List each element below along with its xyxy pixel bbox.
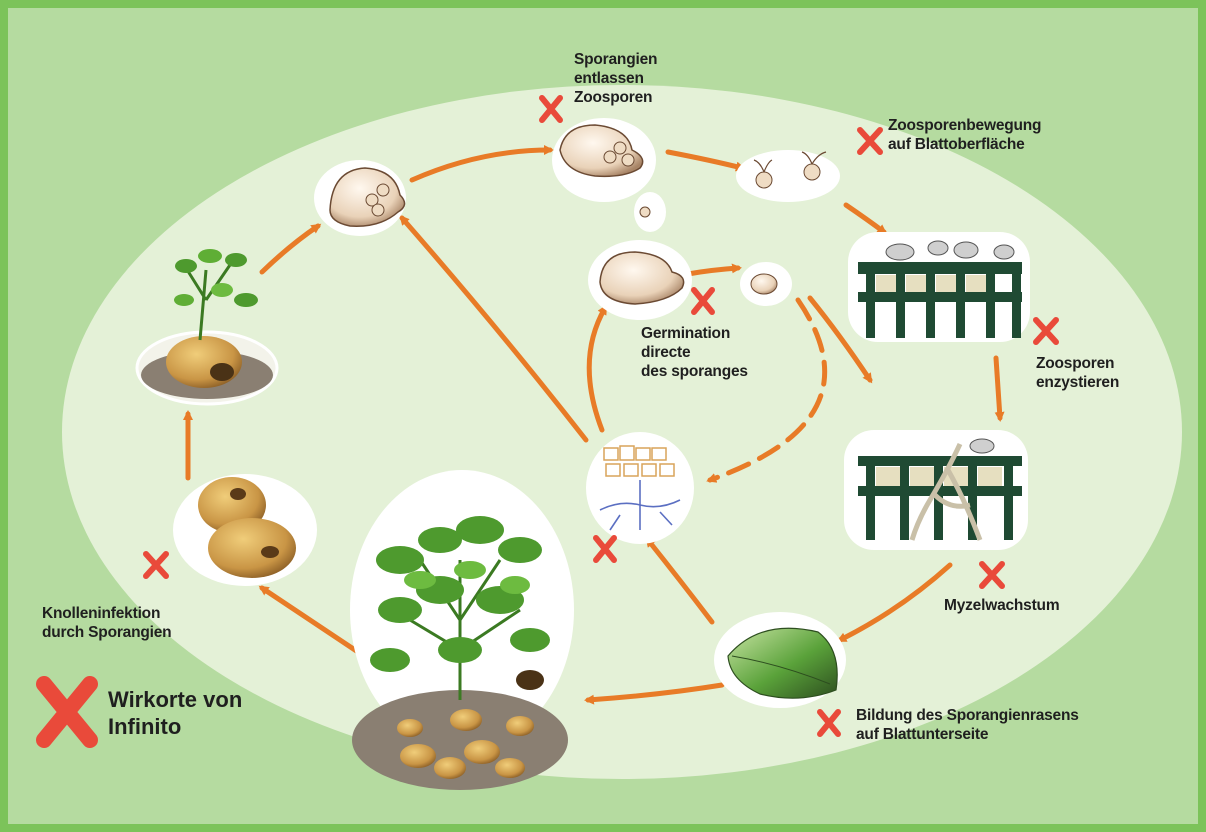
leaf-surface-illustration — [848, 232, 1030, 342]
label-germination: Germination directe des sporanges — [641, 324, 748, 381]
legend-label: Wirkorte von Infinito — [108, 686, 242, 740]
zoospores-illustration — [736, 150, 840, 202]
label-sporangium-lawn: Bildung des Sporangienrasens auf Blattun… — [856, 706, 1079, 744]
label-encystment: Zoosporen enzystieren — [1036, 354, 1119, 392]
sporangiophore-illustration — [586, 432, 694, 544]
label-tuber-infection: Knolleninfektion durch Sporangien — [42, 604, 171, 642]
label-sporangia-release: Sporangien entlassen Zoosporen — [574, 50, 657, 107]
infected-leaf-illustration — [714, 612, 846, 708]
potato-plant-illustration — [350, 470, 574, 790]
label-zoospore-movement: Zoosporenbewegung auf Blattoberfläche — [888, 116, 1041, 154]
label-mycelium: Myzelwachstum — [944, 596, 1059, 615]
sporangium-illustration — [314, 160, 406, 236]
mycelium-growth-illustration — [844, 430, 1028, 550]
infected-tubers-illustration — [173, 474, 317, 586]
